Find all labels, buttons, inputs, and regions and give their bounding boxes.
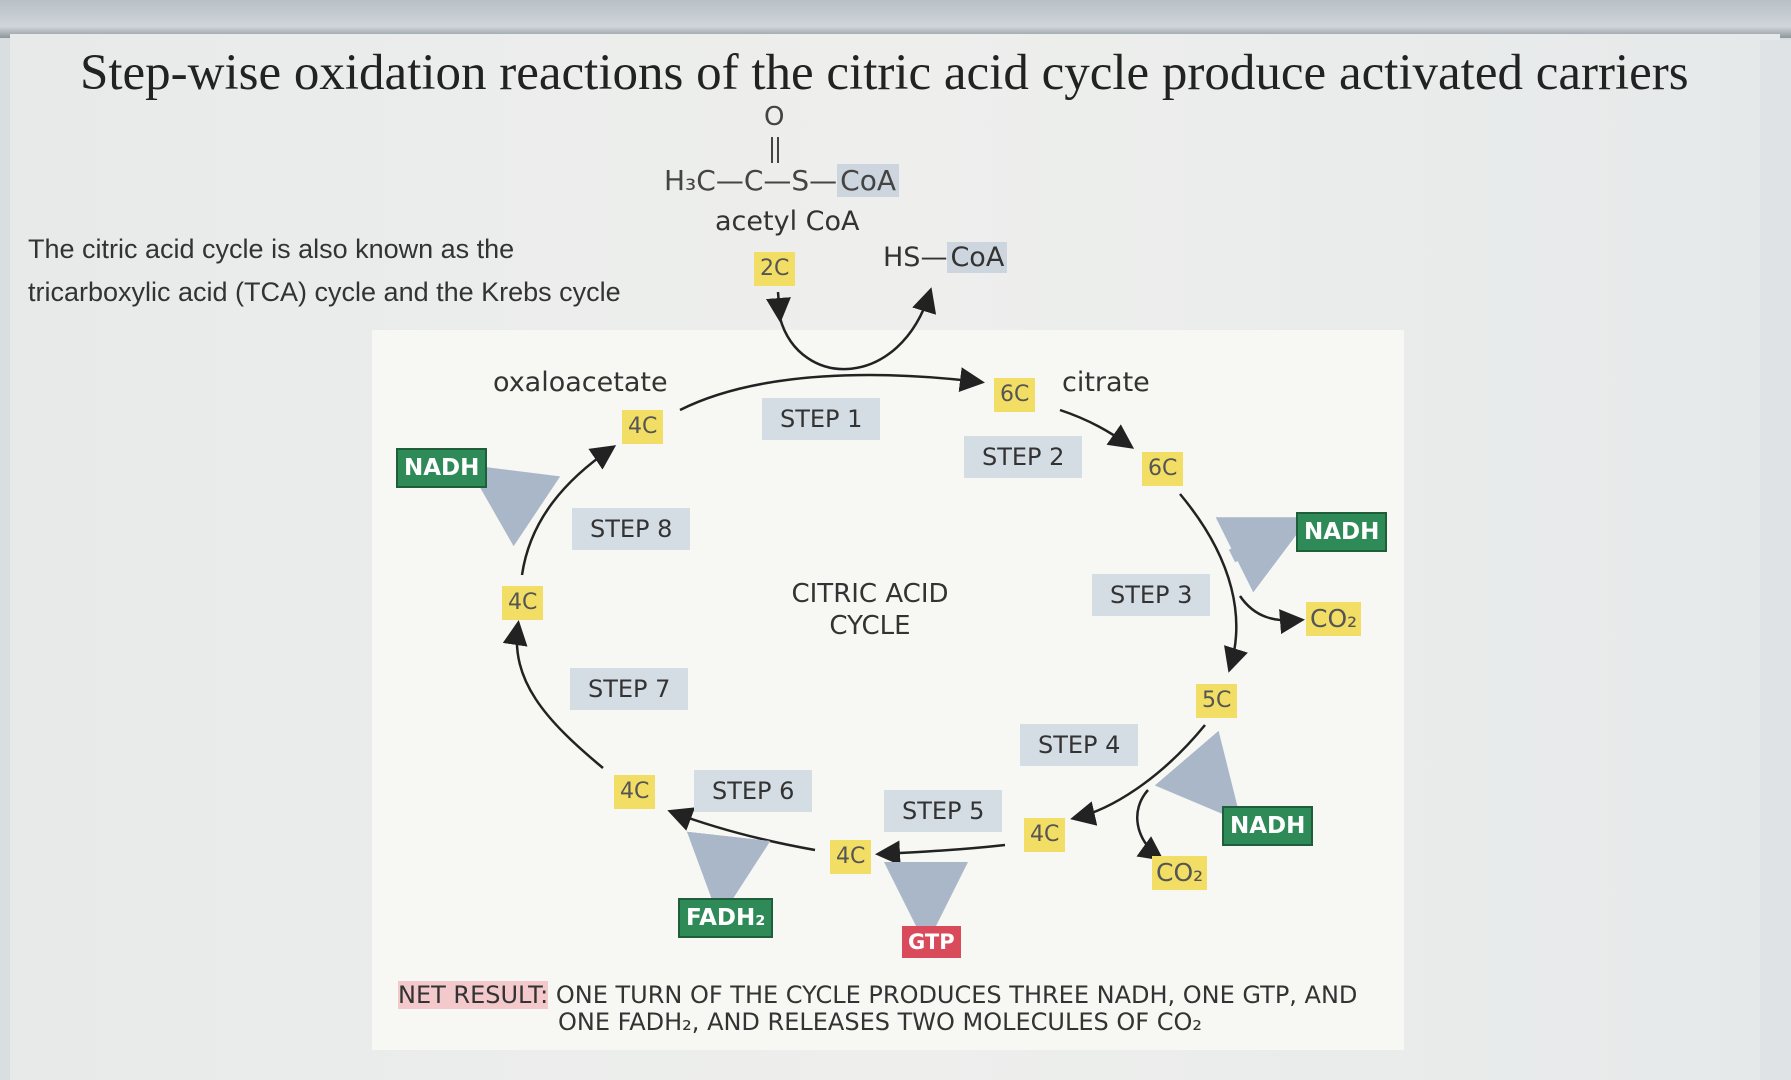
step3-co2-arrow [1238,595,1305,635]
oxaloacetate-label: oxaloacetate [493,367,668,398]
step-3-label: STEP 3 [1092,574,1211,616]
acetyl-formula-coa: CoA [837,164,899,197]
carbons-succinyl-coa: 4C [1024,818,1066,852]
acetyl-formula-left: H₃C—C—S— [664,164,838,197]
cycle-center-label: CITRIC ACID CYCLE [760,578,980,642]
hs-coa-coa: CoA [947,242,1008,273]
carbons-oxaloacetate: 4C [622,410,664,444]
step-7-label: STEP 7 [570,668,689,710]
cycle-center-line1: CITRIC ACID [791,579,949,609]
step-4-label: STEP 4 [1020,724,1139,766]
hs-coa-hs: HS— [883,242,948,273]
step1-arrow [679,367,985,412]
monitor-top-bezel [0,0,1791,38]
hs-coa-label: HS—CoA [883,242,1008,273]
step-6-label: STEP 6 [694,770,813,812]
carbons-succinate: 4C [830,840,872,874]
nadh-step4: NADH [1222,806,1314,846]
carbons-fumarate: 4C [614,775,656,809]
carbons-citrate: 6C [994,378,1036,412]
nadh-step4-release-arrow [1154,730,1242,822]
step6-arrow [667,807,816,852]
net-result: NET RESULT: ONE TURN OF THE CYCLE PRODUC… [398,981,1418,1036]
nadh-step8-release-arrow [467,464,561,547]
step5-arrow [875,840,1006,866]
step7-arrow [502,620,604,769]
nadh-step3-release-arrow [1215,517,1310,593]
acetyl-coa-formula: H₃C—C—S—CoA [664,164,899,197]
hs-coa-exit-arrow [778,287,937,371]
acetyl-coa-label: acetyl CoA [715,206,860,237]
slide-title: Step-wise oxidation reactions of the cit… [80,45,1689,101]
nadh-step8: NADH [396,448,488,488]
acetyl-entry-arrow [766,291,791,323]
cycle-center-line2: CYCLE [829,611,911,641]
gtp-product: GTP [902,926,961,958]
net-result-head: NET RESULT: [398,981,549,1009]
alias-note: The citric acid cycle is also known as t… [28,228,708,314]
alias-note-line2: tricarboxylic acid (TCA) cycle and the K… [28,277,621,307]
step-8-label: STEP 8 [572,508,691,550]
step-2-label: STEP 2 [964,436,1083,478]
step4-co2-arrow [1136,789,1165,861]
citrate-label: citrate [1062,367,1150,398]
carbonyl-oxygen: O [764,102,785,132]
net-result-line2: ONE FADH₂, AND RELEASES TWO MOLECULES OF… [558,1008,1202,1036]
carbons-isocitrate: 6C [1142,452,1184,486]
co2-step3: CO₂ [1306,602,1362,636]
step2-arrow [1059,408,1135,449]
acetyl-coa-carbons: 2C [754,252,796,286]
step-1-label: STEP 1 [762,398,881,440]
step-5-label: STEP 5 [884,790,1003,832]
alias-note-line1: The citric acid cycle is also known as t… [28,234,515,264]
screen-edge [1760,40,1791,1080]
nadh-step3: NADH [1296,512,1388,552]
carbons-ketoglutarate: 5C [1196,684,1238,718]
fadh2-product: FADH₂ [678,898,774,938]
fadh2-release-arrow [686,831,771,920]
net-result-line1: ONE TURN OF THE CYCLE PRODUCES THREE NAD… [548,981,1358,1009]
carbons-malate: 4C [502,586,544,620]
co2-step4: CO₂ [1152,856,1208,890]
